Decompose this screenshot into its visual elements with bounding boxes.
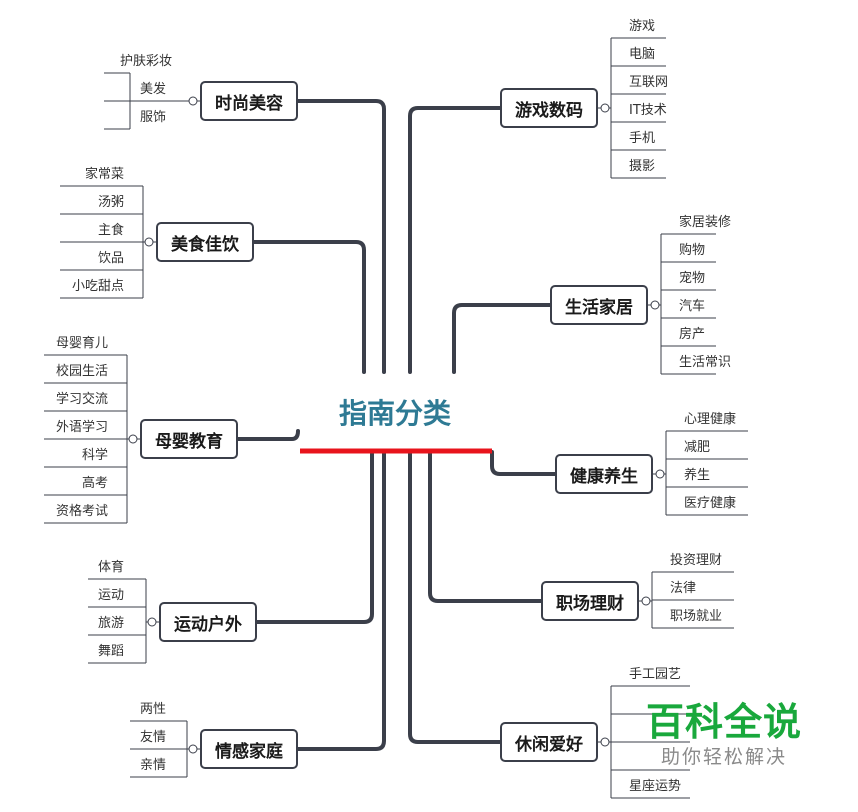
fashion-collapse-toggle bbox=[188, 96, 198, 106]
leaf-food-staple[interactable]: 主食 bbox=[97, 223, 124, 238]
trunk-food bbox=[252, 240, 366, 374]
leaf-food-soup[interactable]: 汤粥 bbox=[97, 195, 124, 210]
topic-career-finance[interactable]: 职场理财 bbox=[541, 581, 639, 621]
leaf-fashion-clothing[interactable]: 服饰 bbox=[139, 110, 166, 125]
leaf-emotion-gender[interactable]: 两性 bbox=[140, 702, 167, 717]
leaf-career-employment[interactable]: 职场就业 bbox=[670, 609, 723, 624]
topic-leisure-hobby[interactable]: 休闲爱好 bbox=[500, 722, 598, 762]
topic-health-wellness[interactable]: 健康养生 bbox=[555, 454, 653, 494]
leaf-life-tips[interactable]: 生活常识 bbox=[679, 355, 732, 370]
watermark-main-text: 百科全说 bbox=[645, 700, 802, 744]
leaf-parenting-language[interactable]: 外语学习 bbox=[55, 420, 108, 435]
leaf-fashion-hair[interactable]: 美发 bbox=[139, 82, 166, 97]
topic-food-drink[interactable]: 美食佳饮 bbox=[156, 222, 254, 262]
leaf-life-decoration[interactable]: 家居装修 bbox=[679, 215, 732, 230]
leaf-parenting-certification[interactable]: 资格考试 bbox=[55, 504, 108, 519]
trunk-leisure bbox=[408, 450, 502, 744]
health-collapse-toggle bbox=[655, 469, 665, 479]
parenting-collapse-toggle bbox=[128, 434, 138, 444]
leaf-parenting-study[interactable]: 学习交流 bbox=[55, 392, 108, 407]
leaf-health-wellness[interactable]: 养生 bbox=[684, 468, 711, 483]
leaf-life-shopping[interactable]: 购物 bbox=[679, 243, 706, 258]
topic-games-digital[interactable]: 游戏数码 bbox=[500, 88, 598, 128]
leaf-parenting-childcare[interactable]: 母婴育儿 bbox=[55, 336, 108, 351]
leaf-games-it-tech[interactable]: IT技术 bbox=[629, 103, 667, 118]
leaf-career-law[interactable]: 法律 bbox=[670, 581, 697, 596]
games-collapse-toggle bbox=[600, 103, 610, 113]
leaf-health-medical[interactable]: 医疗健康 bbox=[684, 496, 737, 511]
career-collapse-toggle bbox=[641, 596, 651, 606]
leaf-parenting-science[interactable]: 科学 bbox=[81, 448, 108, 463]
life-collapse-toggle bbox=[650, 300, 660, 310]
trunk-sports bbox=[255, 450, 374, 624]
topic-sports-outdoor[interactable]: 运动户外 bbox=[159, 602, 257, 642]
leaf-sports-exercise[interactable]: 运动 bbox=[98, 588, 125, 603]
topic-emotion-family[interactable]: 情感家庭 bbox=[200, 729, 298, 769]
topic-fashion-beauty[interactable]: 时尚美容 bbox=[200, 81, 298, 121]
trunk-life bbox=[452, 303, 552, 374]
leaf-leisure-horoscope[interactable]: 星座运势 bbox=[629, 779, 682, 794]
trunk-health bbox=[490, 450, 557, 476]
leaf-career-investment[interactable]: 投资理财 bbox=[670, 553, 723, 568]
leaf-health-weightloss[interactable]: 减肥 bbox=[684, 440, 711, 455]
leaf-food-snacks[interactable]: 小吃甜点 bbox=[71, 279, 124, 294]
leaf-parenting-gaokao[interactable]: 高考 bbox=[81, 476, 108, 491]
leaf-health-mental[interactable]: 心理健康 bbox=[684, 412, 737, 427]
trunk-fashion bbox=[296, 99, 386, 374]
topic-life-home[interactable]: 生活家居 bbox=[550, 285, 648, 325]
trunk-career bbox=[428, 450, 543, 603]
watermark-sub-text: 助你轻松解决 bbox=[660, 746, 787, 768]
leaf-life-pets[interactable]: 宠物 bbox=[679, 271, 706, 286]
leaf-emotion-family[interactable]: 亲情 bbox=[140, 758, 167, 773]
leaf-games-internet[interactable]: 互联网 bbox=[629, 75, 669, 90]
leaf-food-home-cooking[interactable]: 家常菜 bbox=[84, 167, 124, 182]
leaf-sports-travel[interactable]: 旅游 bbox=[98, 616, 125, 631]
leisure-collapse-toggle bbox=[600, 737, 610, 747]
trunk-parenting bbox=[236, 429, 300, 441]
leaf-life-realestate[interactable]: 房产 bbox=[679, 327, 706, 342]
leaf-sports-athletics[interactable]: 体育 bbox=[98, 560, 125, 575]
watermark-logo: 百科全说 助你轻松解决 bbox=[644, 700, 804, 770]
leaf-sports-dance[interactable]: 舞蹈 bbox=[98, 644, 125, 659]
leaf-emotion-friendship[interactable]: 友情 bbox=[140, 730, 167, 745]
leaf-parenting-campus[interactable]: 校园生活 bbox=[55, 364, 108, 379]
leaf-games-photography[interactable]: 摄影 bbox=[629, 159, 656, 174]
leaf-games-mobile[interactable]: 手机 bbox=[629, 131, 656, 146]
center-topic-title: 指南分类 bbox=[338, 397, 451, 430]
topic-parenting-education[interactable]: 母婴教育 bbox=[140, 419, 238, 459]
leaf-leisure-crafts[interactable]: 手工园艺 bbox=[629, 667, 682, 682]
leaf-fashion-skincare[interactable]: 护肤彩妆 bbox=[119, 54, 172, 69]
leaf-food-beverage[interactable]: 饮品 bbox=[97, 251, 124, 266]
leaf-games-computer[interactable]: 电脑 bbox=[629, 47, 656, 62]
trunk-emotion bbox=[296, 450, 386, 751]
leaf-games-gaming[interactable]: 游戏 bbox=[629, 19, 656, 34]
sports-collapse-toggle bbox=[147, 617, 157, 627]
leaf-life-cars[interactable]: 汽车 bbox=[679, 299, 706, 314]
trunk-games bbox=[408, 106, 502, 374]
emotion-collapse-toggle bbox=[188, 744, 198, 754]
food-collapse-toggle bbox=[144, 237, 154, 247]
